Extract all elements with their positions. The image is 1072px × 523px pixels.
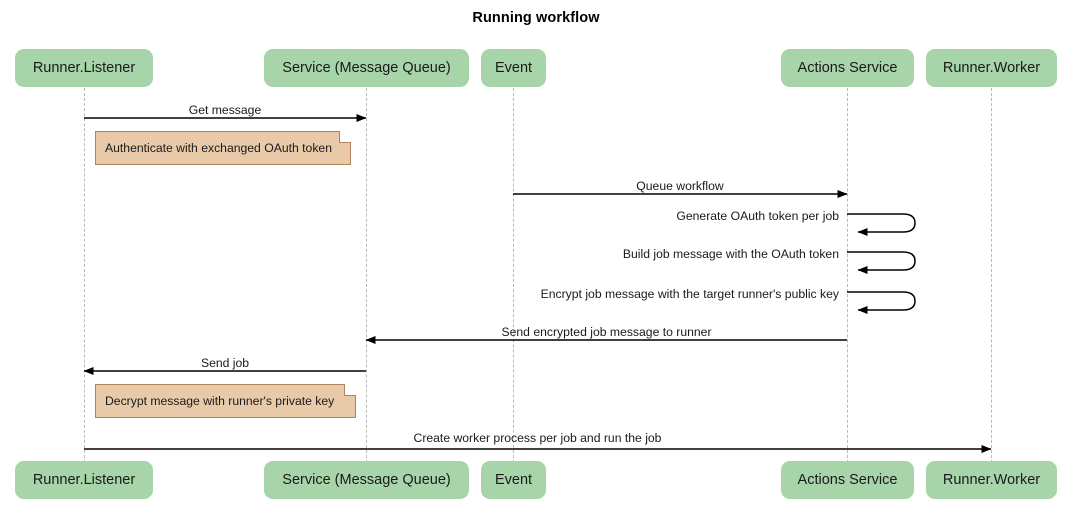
note-text: Authenticate with exchanged OAuth token — [105, 141, 332, 155]
participant-bottom-service-message-queue[interactable]: Service (Message Queue) — [264, 461, 469, 499]
participant-top-runner-listener[interactable]: Runner.Listener — [15, 49, 153, 87]
arrow-build-job-message — [847, 251, 916, 274]
lifeline-service-message-queue — [366, 88, 367, 463]
label-send-encrypted-job-message: Send encrypted job message to runner — [366, 325, 847, 339]
participant-top-service-message-queue[interactable]: Service (Message Queue) — [264, 49, 469, 87]
note-fold-corner-icon — [344, 384, 356, 396]
label-text: Build job message with the OAuth token — [622, 247, 839, 261]
participant-label: Runner.Listener — [32, 472, 136, 488]
arrow-encrypt-job-message — [847, 291, 916, 314]
note-fold-corner-icon — [339, 131, 351, 143]
label-text: Send encrypted job message to runner — [501, 325, 712, 339]
participant-label: Event — [494, 60, 533, 76]
note-decrypt-message-with-runners-private-key: Decrypt message with runner's private ke… — [95, 384, 356, 418]
participant-top-actions-service[interactable]: Actions Service — [781, 49, 914, 87]
lifeline-runner-worker — [991, 88, 992, 463]
participant-bottom-event[interactable]: Event — [481, 461, 546, 499]
label-text: Get message — [188, 103, 262, 117]
note-text: Decrypt message with runner's private ke… — [105, 394, 335, 408]
page-title: Running workflow — [472, 10, 600, 26]
label-encrypt-job-message: Encrypt job message with the target runn… — [419, 287, 839, 301]
lifeline-runner-listener — [84, 88, 85, 463]
label-generate-oauth-token-per-job: Generate OAuth token per job — [547, 209, 839, 223]
label-text: Send job — [200, 356, 250, 370]
participant-label: Actions Service — [797, 60, 898, 76]
participant-label: Runner.Worker — [942, 472, 1041, 488]
label-get-message: Get message — [84, 103, 366, 117]
note-authenticate-with-exchanged-oauth-token: Authenticate with exchanged OAuth token — [95, 131, 351, 165]
label-text: Generate OAuth token per job — [676, 209, 839, 223]
label-send-job: Send job — [84, 356, 366, 370]
participant-label: Actions Service — [797, 472, 898, 488]
participant-top-runner-worker[interactable]: Runner.Worker — [926, 49, 1057, 87]
lifeline-event — [513, 88, 514, 463]
arrow-generate-oauth-token-per-job — [847, 213, 916, 236]
label-queue-workflow: Queue workflow — [513, 179, 847, 193]
label-create-worker-process: Create worker process per job and run th… — [84, 431, 991, 445]
participant-label: Runner.Listener — [32, 60, 136, 76]
label-text: Queue workflow — [636, 179, 724, 193]
label-text: Encrypt job message with the target runn… — [540, 287, 839, 301]
participant-label: Service (Message Queue) — [282, 472, 451, 488]
label-text: Create worker process per job and run th… — [413, 431, 662, 445]
participant-bottom-runner-listener[interactable]: Runner.Listener — [15, 461, 153, 499]
participant-label: Service (Message Queue) — [282, 60, 451, 76]
label-build-job-message: Build job message with the OAuth token — [507, 247, 839, 261]
participant-label: Runner.Worker — [942, 60, 1041, 76]
participant-top-event[interactable]: Event — [481, 49, 546, 87]
lifeline-actions-service — [847, 88, 848, 463]
participant-label: Event — [494, 472, 533, 488]
participant-bottom-actions-service[interactable]: Actions Service — [781, 461, 914, 499]
participant-bottom-runner-worker[interactable]: Runner.Worker — [926, 461, 1057, 499]
